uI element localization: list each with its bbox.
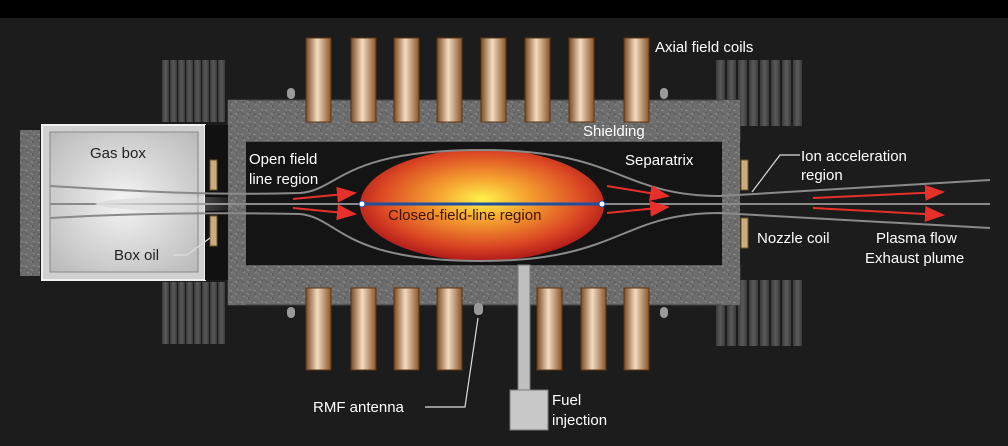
label-open-field-1: Open field: [249, 151, 317, 168]
end-coil-segment: [782, 60, 791, 126]
end-coil-segment: [194, 282, 201, 344]
end-coil-segment: [210, 60, 217, 122]
label-plasma-flow: Plasma flow: [876, 230, 957, 247]
label-ion-acceleration-1: Ion acceleration: [801, 148, 907, 165]
axial-coil: [536, 287, 563, 371]
label-shielding: Shielding: [583, 123, 645, 140]
label-rmf-antenna: RMF antenna: [313, 399, 405, 416]
axial-coil: [350, 37, 377, 123]
end-coil-segment: [186, 60, 193, 122]
x-point-right: [598, 200, 606, 208]
end-coil-segment: [738, 60, 747, 126]
end-coil-segment: [716, 60, 725, 126]
axial-coil: [305, 287, 332, 371]
axial-coil: [623, 37, 650, 123]
axial-coil: [568, 37, 595, 123]
left-shield-slab: [20, 130, 40, 276]
fuel-injector: [509, 264, 549, 431]
end-coil-segment: [738, 280, 747, 346]
axial-coil: [623, 287, 650, 371]
flow-arrows: [292, 184, 945, 223]
end-coil-segment: [771, 60, 780, 126]
axial-coil: [393, 287, 420, 371]
axial-coil: [480, 37, 507, 123]
label-fuel-1: Fuel: [552, 392, 581, 409]
axial-coil: [436, 287, 463, 371]
axial-coil: [524, 37, 551, 123]
label-fuel-2: injection: [552, 412, 607, 429]
axial-coil: [580, 287, 607, 371]
end-coil-segment: [178, 282, 185, 344]
end-coil-segment: [749, 60, 758, 126]
end-coil-segment: [202, 60, 209, 122]
axial-coil: [436, 37, 463, 123]
end-coil-segment: [760, 280, 769, 346]
label-gas-box: Gas box: [90, 145, 146, 162]
right-end-coils: [716, 60, 802, 346]
label-separatrix: Separatrix: [625, 152, 694, 169]
end-coil-segment: [178, 60, 185, 122]
end-coil-segment: [793, 60, 802, 126]
end-coil-segment: [782, 280, 791, 346]
end-coil-segment: [727, 280, 736, 346]
coil-cross-sections: [287, 88, 668, 318]
axial-field-coils-top: [305, 37, 650, 123]
end-coil-segment: [760, 60, 769, 126]
axial-field-coils-bottom: [305, 287, 650, 371]
end-coil-segment: [210, 282, 217, 344]
x-point-left: [358, 200, 366, 208]
end-coil-segment: [716, 280, 725, 346]
end-coil-segment: [218, 282, 225, 344]
label-box-oil: Box oil: [114, 247, 159, 264]
end-coil-segment: [749, 280, 758, 346]
end-coil-segment: [170, 282, 177, 344]
label-exhaust-plume: Exhaust plume: [865, 250, 964, 267]
end-coil-segment: [793, 280, 802, 346]
end-coil-segment: [218, 60, 225, 122]
axial-coil: [350, 287, 377, 371]
end-coil-segment: [170, 60, 177, 122]
label-nozzle-coil: Nozzle coil: [757, 230, 830, 247]
end-coil-segment: [202, 282, 209, 344]
label-ion-acceleration-2: region: [801, 167, 843, 184]
left-end-coils: [162, 60, 225, 344]
nozzle-coils: [209, 159, 749, 249]
label-axial-field-coils: Axial field coils: [655, 39, 753, 56]
gas-jet: [95, 196, 240, 212]
end-coil-segment: [194, 60, 201, 122]
end-coil-segment: [727, 60, 736, 126]
end-coil-segment: [162, 282, 169, 344]
end-coil-segment: [186, 282, 193, 344]
label-open-field-2: line region: [249, 171, 318, 188]
label-closed-field-line: Closed-field-line region: [388, 207, 541, 224]
end-coil-segment: [162, 60, 169, 122]
leader-lines: [173, 154, 800, 408]
axial-coil: [393, 37, 420, 123]
end-coil-segment: [771, 280, 780, 346]
rmf-antenna-icon: [474, 303, 483, 315]
axial-coil: [305, 37, 332, 123]
